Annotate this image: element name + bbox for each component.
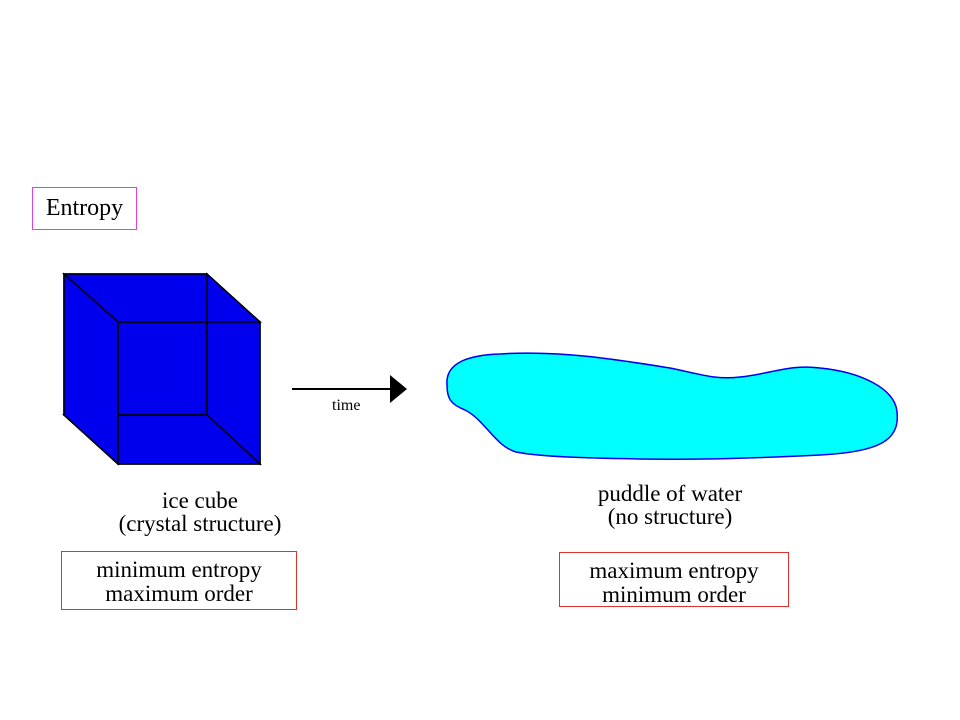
puddle-caption-line2: (no structure) xyxy=(607,504,733,529)
puddle-state-box: maximum entropy minimum order xyxy=(559,552,789,607)
ice-cube-state-box: minimum entropy maximum order xyxy=(61,551,297,610)
puddle-caption-line1: puddle of water xyxy=(597,481,743,506)
ice-cube-icon xyxy=(62,272,262,466)
ice-cube-caption: ice cube (crystal structure) xyxy=(100,489,300,535)
time-arrow-icon xyxy=(292,375,407,403)
water-puddle-icon xyxy=(446,352,898,461)
ice-cube-caption-line2: (crystal structure) xyxy=(118,511,282,536)
puddle-caption: puddle of water (no structure) xyxy=(555,482,785,528)
puddle-state-line2: minimum order xyxy=(602,582,746,607)
time-label: time xyxy=(332,397,360,414)
diagram-title: Entropy xyxy=(32,187,137,230)
ice-cube-state-line2: maximum order xyxy=(105,581,253,606)
puddle-state-line1: maximum entropy xyxy=(589,558,759,583)
ice-cube-caption-line1: ice cube xyxy=(162,488,238,513)
ice-cube-state-line1: minimum entropy xyxy=(96,557,262,582)
